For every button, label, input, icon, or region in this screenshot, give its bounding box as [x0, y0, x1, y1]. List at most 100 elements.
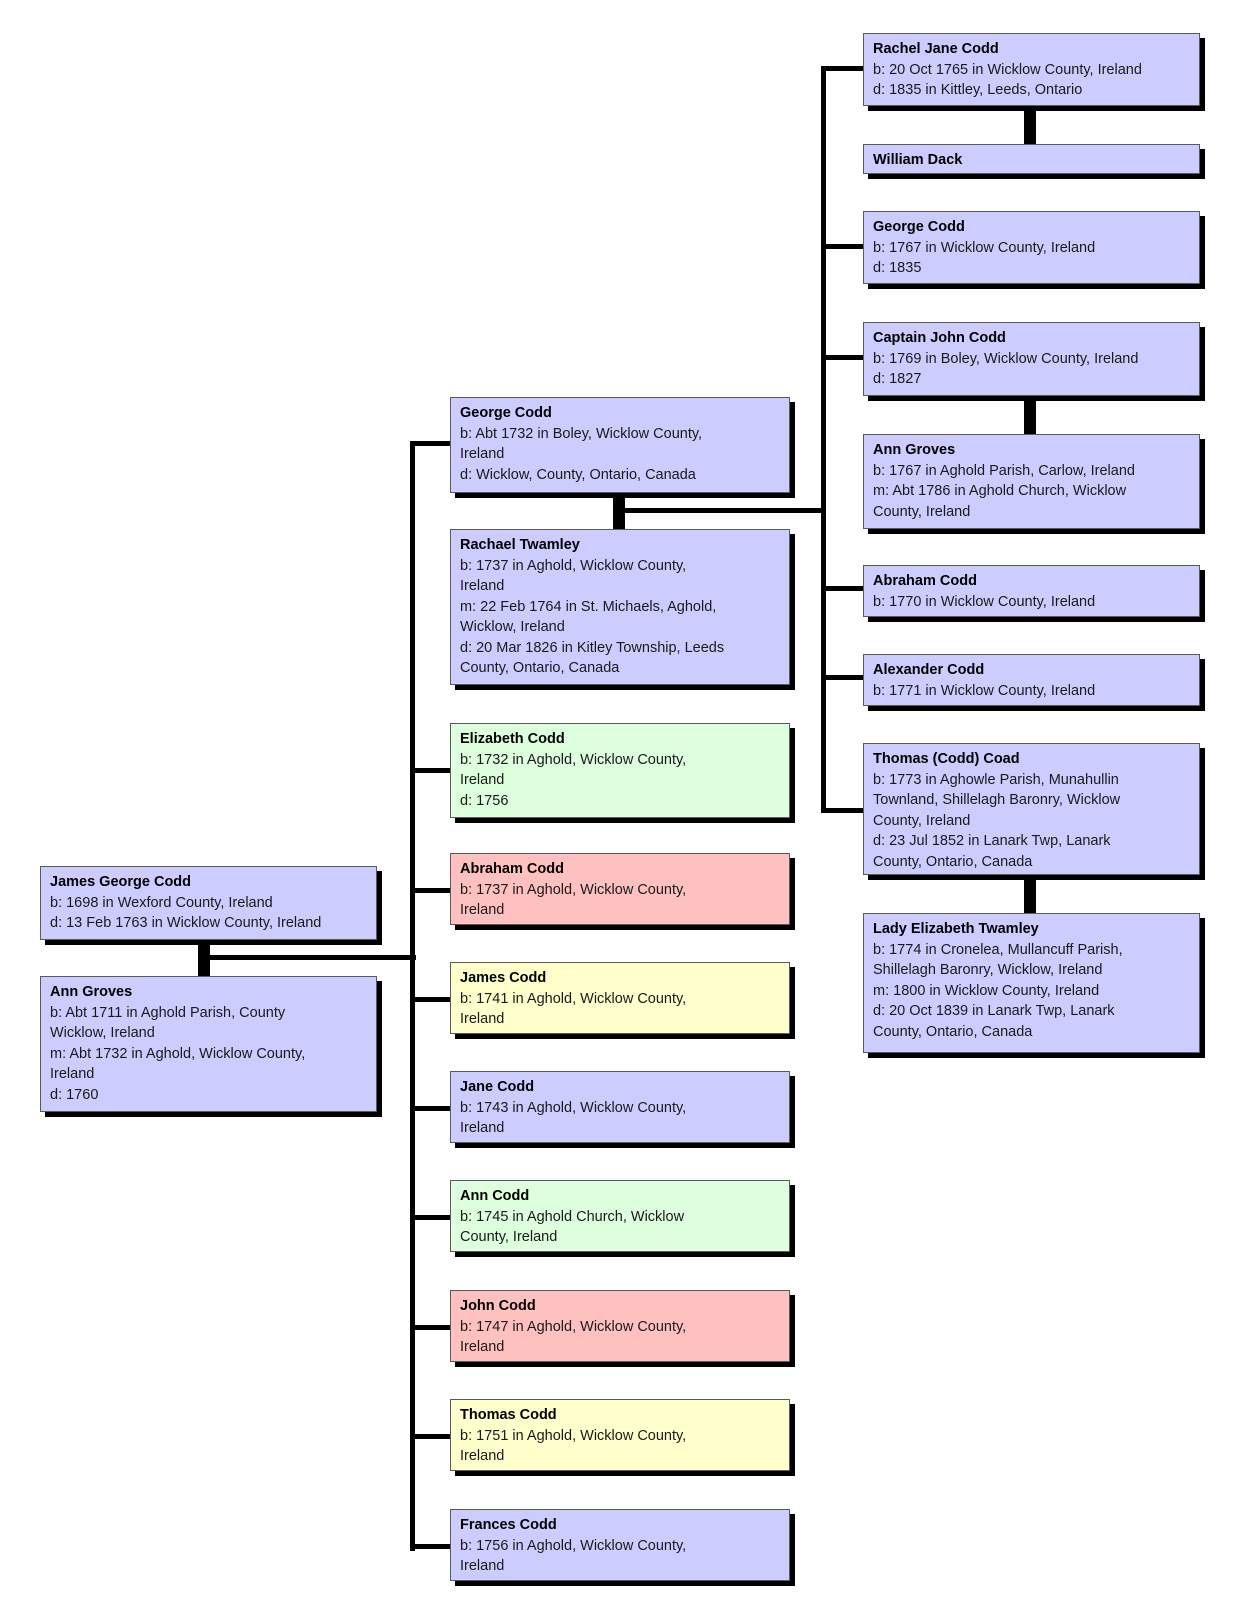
person-name: George Codd — [873, 219, 965, 235]
spouse-card[interactable]: Rachael Twamley b: 1737 in Aghold, Wickl… — [450, 529, 790, 685]
person-name: James George Codd — [50, 874, 192, 890]
person-card[interactable]: Ann Codd b: 1745 in Aghold Church, Wickl… — [450, 1180, 790, 1252]
person-name: William Dack — [873, 152, 963, 168]
person-name: Abraham Codd — [460, 861, 564, 877]
person-detail: b: 1737 in Aghold, Wicklow County, — [460, 557, 687, 574]
person-detail: County, Ireland — [873, 812, 971, 829]
person-card[interactable]: Thomas (Codd) Coad b: 1773 in Aghowle Pa… — [863, 743, 1200, 875]
connector-line — [821, 244, 863, 249]
person-name: Jane Codd — [460, 1079, 535, 1095]
connector-line — [410, 1544, 450, 1549]
person-detail: d: 1835 — [873, 260, 922, 276]
person-detail: County, Ireland — [460, 1229, 558, 1245]
person-card[interactable]: Elizabeth Codd b: 1732 in Aghold, Wicklo… — [450, 723, 790, 818]
person-detail: b: 1773 in Aghowle Parish, Munahullin — [873, 771, 1119, 788]
connector-line — [410, 768, 450, 773]
person-detail: m: 1800 in Wicklow County, Ireland — [873, 982, 1100, 999]
person-detail: b: 1732 in Aghold, Wicklow County, — [460, 751, 687, 768]
person-card[interactable]: Frances Codd b: 1756 in Aghold, Wicklow … — [450, 1509, 790, 1581]
person-detail: d: 1835 in Kittley, Leeds, Ontario — [873, 82, 1083, 98]
connector-line — [1024, 875, 1036, 913]
connector-line — [821, 66, 826, 813]
person-detail: Ireland — [460, 1558, 505, 1574]
connector-line — [204, 955, 416, 960]
person-detail: County, Ireland — [873, 503, 971, 520]
connector-line — [619, 508, 825, 513]
person-detail: m: Abt 1786 in Aghold Church, Wicklow — [873, 483, 1127, 499]
person-detail: b: Abt 1711 in Aghold Parish, County — [50, 1004, 286, 1021]
connector-line — [410, 441, 415, 1551]
person-detail: d: 20 Oct 1839 in Lanark Twp, Lanark — [873, 1003, 1115, 1019]
connector-line — [410, 997, 450, 1002]
person-card[interactable]: Jane Codd b: 1743 in Aghold, Wicklow Cou… — [450, 1071, 790, 1143]
person-detail: d: 1827 — [873, 371, 922, 387]
connector-line — [821, 586, 863, 591]
person-detail: Ireland — [460, 1448, 505, 1464]
person-detail: Townland, Shillelagh Baronry, Wicklow — [873, 792, 1121, 808]
connector-line — [821, 355, 863, 360]
spouse-card[interactable]: Ann Groves b: Abt 1711 in Aghold Parish,… — [40, 976, 377, 1112]
person-detail: d: 20 Mar 1826 in Kitley Township, Leeds — [460, 639, 725, 656]
person-detail: m: Abt 1732 in Aghold, Wicklow County, — [50, 1045, 306, 1062]
person-detail: Ireland — [460, 446, 505, 462]
connector-line — [410, 1434, 450, 1439]
person-detail: b: 1767 in Aghold Parish, Carlow, Irelan… — [873, 462, 1135, 479]
person-name: Captain John Codd — [873, 330, 1006, 346]
spouse-card[interactable]: William Dack — [863, 144, 1200, 174]
connector-line — [1024, 106, 1036, 144]
person-detail: Shillelagh Baronry, Wicklow, Ireland — [873, 962, 1103, 978]
person-name: Ann Groves — [50, 984, 133, 1000]
person-card[interactable]: John Codd b: 1747 in Aghold, Wicklow Cou… — [450, 1290, 790, 1362]
person-name: James Codd — [460, 970, 547, 986]
person-card[interactable]: James George Codd b: 1698 in Wexford Cou… — [40, 866, 377, 940]
person-detail: County, Ontario, Canada — [460, 660, 620, 676]
person-card[interactable]: Rachel Jane Codd b: 20 Oct 1765 in Wickl… — [863, 33, 1200, 106]
person-name: Rachael Twamley — [460, 537, 580, 553]
person-card[interactable]: Captain John Codd b: 1769 in Boley, Wick… — [863, 322, 1200, 396]
person-name: John Codd — [460, 1298, 536, 1314]
person-name: Lady Elizabeth Twamley — [873, 921, 1039, 937]
person-detail: d: 1760 — [50, 1086, 99, 1103]
person-name: Alexander Codd — [873, 662, 985, 678]
person-card[interactable]: Alexander Codd b: 1771 in Wicklow County… — [863, 654, 1200, 706]
person-detail: b: 1747 in Aghold, Wicklow County, — [460, 1318, 687, 1335]
person-detail: Wicklow, Ireland — [460, 619, 565, 635]
person-detail: County, Ontario, Canada — [873, 1023, 1033, 1040]
person-card[interactable]: Abraham Codd b: 1737 in Aghold, Wicklow … — [450, 853, 790, 925]
person-name: Abraham Codd — [873, 573, 977, 589]
connector-line — [821, 808, 863, 813]
person-name: Ann Groves — [873, 442, 956, 458]
person-detail: b: 1774 in Cronelea, Mullancuff Parish, — [873, 941, 1123, 958]
person-detail: b: Abt 1732 in Boley, Wicklow County, — [460, 425, 703, 442]
connector-line — [1024, 396, 1036, 434]
person-card[interactable]: George Codd b: Abt 1732 in Boley, Wicklo… — [450, 397, 790, 493]
spouse-card[interactable]: Lady Elizabeth Twamley b: 1774 in Cronel… — [863, 913, 1200, 1053]
person-detail: b: 1769 in Boley, Wicklow County, Irelan… — [873, 350, 1139, 367]
person-card[interactable]: James Codd b: 1741 in Aghold, Wicklow Co… — [450, 962, 790, 1034]
connector-line — [410, 1106, 450, 1111]
connector-line — [410, 441, 450, 446]
person-card[interactable]: Thomas Codd b: 1751 in Aghold, Wicklow C… — [450, 1399, 790, 1471]
person-detail: Ireland — [460, 902, 505, 918]
person-detail: m: 22 Feb 1764 in St. Michaels, Aghold, — [460, 598, 717, 615]
person-detail: b: 1751 in Aghold, Wicklow County, — [460, 1427, 687, 1444]
person-detail: b: 1770 in Wicklow County, Ireland — [873, 593, 1096, 610]
person-detail: Ireland — [460, 1339, 505, 1355]
person-name: Frances Codd — [460, 1517, 557, 1533]
person-card[interactable]: George Codd b: 1767 in Wicklow County, I… — [863, 211, 1200, 284]
person-detail: d: 1756 — [460, 792, 509, 809]
person-detail: Ireland — [460, 1011, 505, 1027]
person-name: Thomas (Codd) Coad — [873, 751, 1020, 767]
connector-line — [821, 675, 863, 680]
person-name: Rachel Jane Codd — [873, 41, 999, 57]
person-detail: b: 1737 in Aghold, Wicklow County, — [460, 881, 687, 898]
person-name: Elizabeth Codd — [460, 731, 565, 747]
connector-line — [410, 1215, 450, 1220]
spouse-card[interactable]: Ann Groves b: 1767 in Aghold Parish, Car… — [863, 434, 1200, 529]
person-detail: b: 20 Oct 1765 in Wicklow County, Irelan… — [873, 61, 1142, 78]
person-detail: Ireland — [50, 1066, 95, 1082]
person-detail: d: 13 Feb 1763 in Wicklow County, Irelan… — [50, 915, 322, 931]
person-detail: b: 1741 in Aghold, Wicklow County, — [460, 990, 687, 1007]
person-card[interactable]: Abraham Codd b: 1770 in Wicklow County, … — [863, 565, 1200, 617]
person-detail: b: 1771 in Wicklow County, Ireland — [873, 682, 1096, 699]
